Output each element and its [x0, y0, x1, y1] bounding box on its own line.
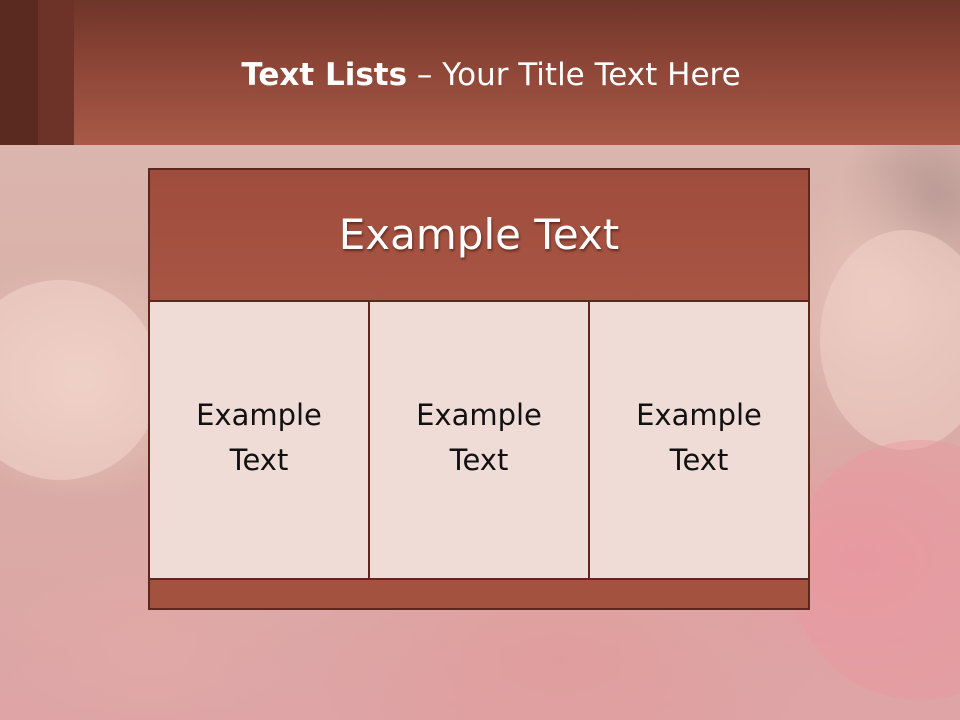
slide-title-subtitle: – Your Title Text Here [407, 57, 741, 93]
background-hand-right [820, 230, 960, 450]
title-bar-accent-dark [0, 0, 38, 145]
table-cell-3: Example Text [588, 302, 808, 578]
text-list-table: Example Text Example Text Example Text E… [148, 168, 810, 610]
table-header: Example Text [150, 170, 808, 302]
table-cell-text: Example Text [636, 398, 762, 477]
background-fabric [790, 440, 960, 700]
table-cells-row: Example Text Example Text Example Text [150, 302, 808, 578]
table-cell-text: Example Text [196, 398, 322, 477]
table-header-text: Example Text [338, 209, 620, 259]
title-bar: Text Lists – Your Title Text Here [0, 0, 960, 145]
table-cell-1: Example Text [150, 302, 368, 578]
title-bar-accent-mid [38, 0, 74, 145]
table-cell-2: Example Text [368, 302, 588, 578]
table-footer-bar [150, 578, 808, 608]
slide-title-bold: Text Lists [241, 57, 408, 93]
slide-title: Text Lists – Your Title Text Here [74, 50, 908, 100]
table-cell-text: Example Text [416, 398, 542, 477]
background-hand-left [0, 280, 160, 480]
